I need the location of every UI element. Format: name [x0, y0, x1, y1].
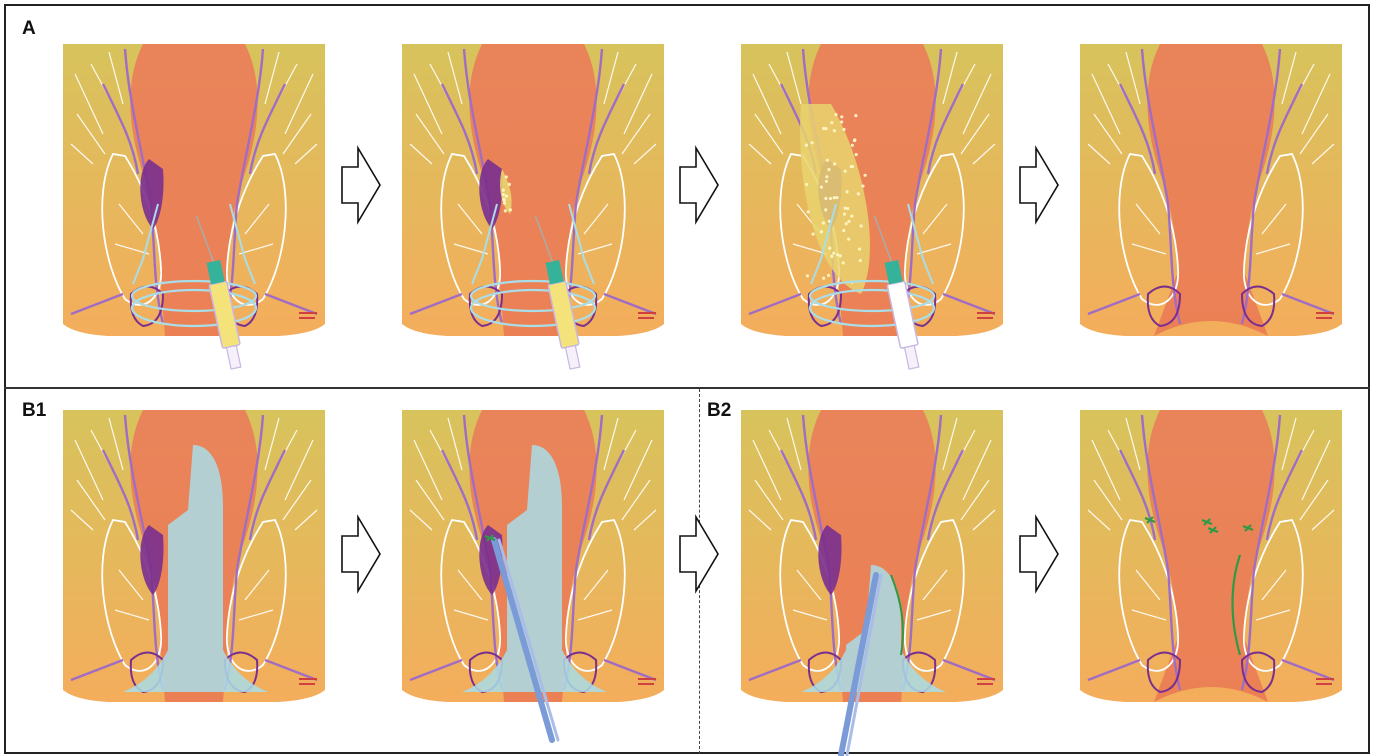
step-arrow-a3 [1018, 145, 1060, 225]
step-arrow-a1 [340, 145, 382, 225]
step-arrow-b1 [340, 514, 382, 594]
step-arrow-b2 [678, 514, 720, 594]
arrow-shape [1020, 148, 1058, 222]
illustration-b2-clip-applied [741, 410, 1003, 740]
panel-label-a: A [22, 18, 36, 40]
illustration-a-filled-tract [741, 44, 1003, 374]
arrow-shape [680, 517, 718, 591]
arrow-shape [680, 148, 718, 222]
panel-label-b2: B2 [707, 400, 731, 422]
illustration-a-injection-filling [402, 44, 664, 374]
step-arrow-a2 [678, 145, 720, 225]
illustration-b2-closed [1080, 410, 1342, 740]
illustration-a-syringe-injection [63, 44, 325, 374]
step-arrow-b3 [1018, 514, 1060, 594]
row-divider [4, 387, 1370, 389]
arrow-shape [1020, 517, 1058, 591]
illustration-a-healed [1080, 44, 1342, 374]
arrow-shape [342, 148, 380, 222]
illustration-b1-clip-forceps [402, 410, 664, 740]
arrow-shape [342, 517, 380, 591]
illustration-b1-anoscope [63, 410, 325, 740]
panel-label-b1: B1 [22, 400, 46, 422]
